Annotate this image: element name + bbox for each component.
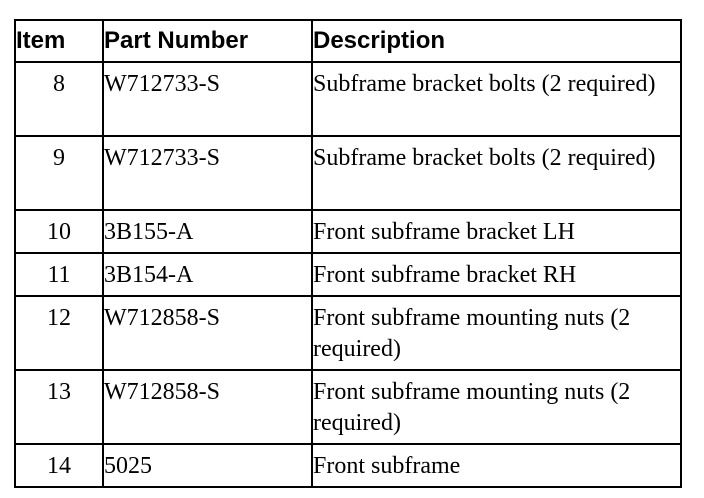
part-number-cell: 5025: [102, 443, 313, 488]
column-header-description: Description: [311, 19, 682, 63]
description-cell: Front subframe: [311, 443, 682, 488]
description-cell: Front subframe bracket RH: [311, 252, 682, 297]
table-row: 13 W712858-S Front subframe mounting nut…: [14, 369, 682, 445]
table-row: 12 W712858-S Front subframe mounting nut…: [14, 295, 682, 371]
part-number-cell: W712858-S: [102, 295, 313, 371]
item-cell: 13: [14, 369, 104, 445]
table-row: 9 W712733-S Subframe bracket bolts (2 re…: [14, 135, 682, 211]
item-cell: 14: [14, 443, 104, 488]
table-header: Item Part Number Description: [14, 19, 682, 63]
table-row: 10 3B155-A Front subframe bracket LH: [14, 209, 682, 254]
table-row: 8 W712733-S Subframe bracket bolts (2 re…: [14, 61, 682, 137]
part-number-cell: W712733-S: [102, 61, 313, 137]
part-number-cell: W712733-S: [102, 135, 313, 211]
description-cell: Subframe bracket bolts (2 required): [311, 135, 682, 211]
part-number-cell: 3B155-A: [102, 209, 313, 254]
description-cell: Front subframe mounting nuts (2 required…: [311, 295, 682, 371]
description-cell: Front subframe bracket LH: [311, 209, 682, 254]
part-number-cell: W712858-S: [102, 369, 313, 445]
item-cell: 8: [14, 61, 104, 137]
item-cell: 12: [14, 295, 104, 371]
item-cell: 10: [14, 209, 104, 254]
table-row: 14 5025 Front subframe: [14, 443, 682, 488]
header-row: Item Part Number Description: [14, 19, 682, 63]
description-cell: Subframe bracket bolts (2 required): [311, 61, 682, 137]
parts-table: Item Part Number Description 8 W712733-S…: [14, 19, 682, 488]
column-header-part-number: Part Number: [102, 19, 313, 63]
item-cell: 9: [14, 135, 104, 211]
table-body: 8 W712733-S Subframe bracket bolts (2 re…: [14, 61, 682, 488]
part-number-cell: 3B154-A: [102, 252, 313, 297]
column-header-item: Item: [14, 19, 104, 63]
table-row: 11 3B154-A Front subframe bracket RH: [14, 252, 682, 297]
item-cell: 11: [14, 252, 104, 297]
description-cell: Front subframe mounting nuts (2 required…: [311, 369, 682, 445]
